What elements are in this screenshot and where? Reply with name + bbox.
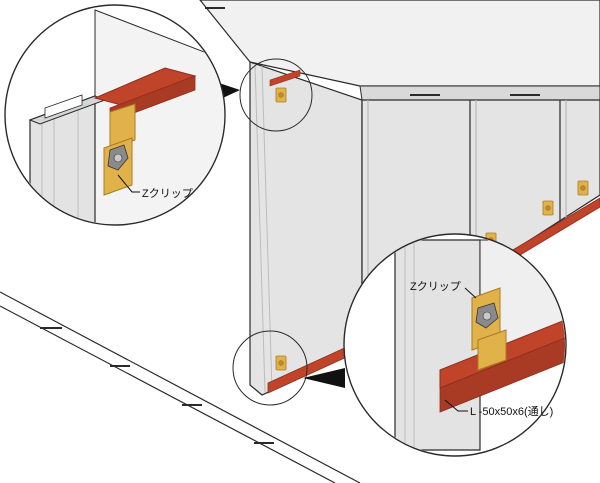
angle-top-corner (269, 69, 301, 87)
callout-pointer-bottom (303, 368, 345, 388)
detail-marker-bottom (232, 330, 308, 406)
floor-edge (0, 291, 361, 483)
label-zclip-bottom: Zクリップ (410, 280, 461, 293)
label-angle: L -50x50x6(通し) (470, 405, 553, 418)
detail-marker-top (239, 58, 313, 132)
detail-callout-bottom: Zクリップ L -50x50x6(通し) (343, 233, 567, 457)
detail-callout-top: Zクリップ (4, 4, 226, 226)
side-wall-panel (249, 61, 363, 396)
label-zclip-top: Zクリップ (142, 187, 193, 200)
floor-slab (199, 0, 600, 101)
